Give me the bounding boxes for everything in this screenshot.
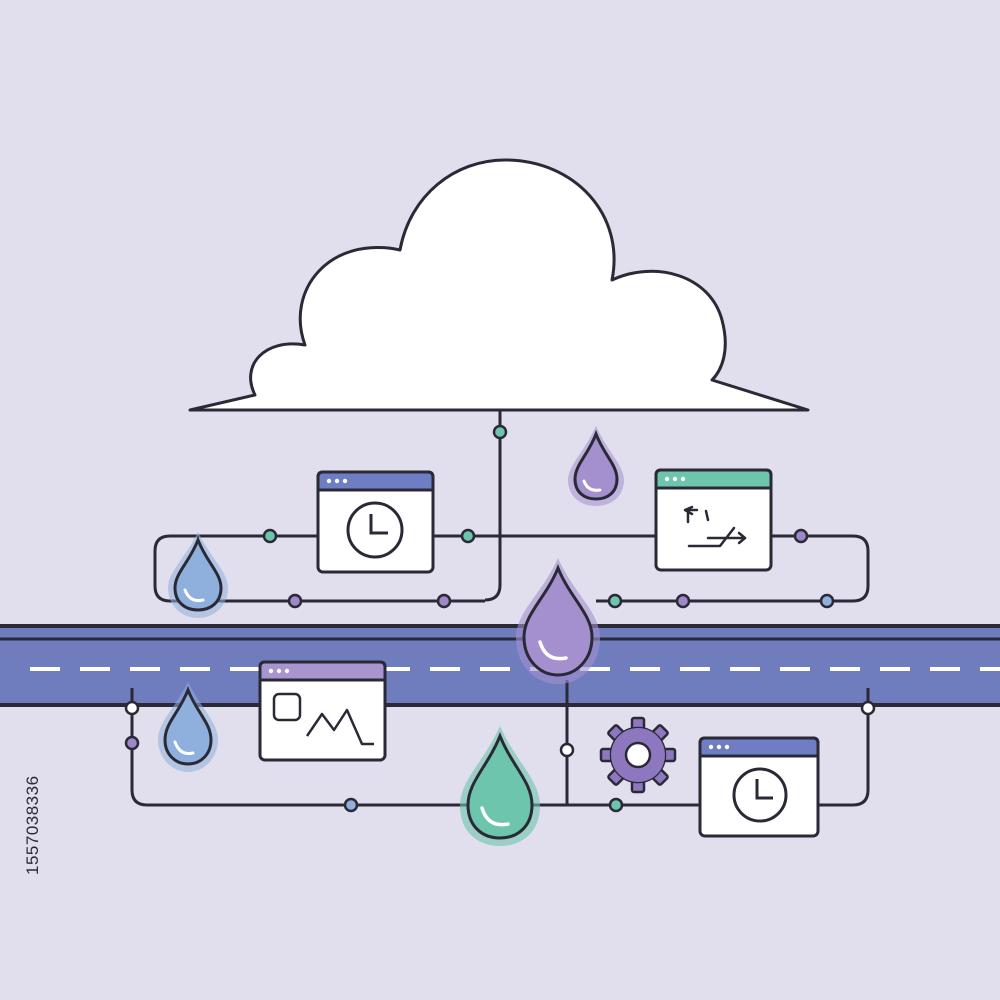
node: [343, 797, 359, 813]
gear-icon: [599, 716, 677, 794]
node: [124, 735, 140, 751]
clock-window: [316, 470, 435, 574]
cloud-icon: [188, 158, 810, 412]
upper-left-loop: [153, 534, 485, 603]
lower-network-lines: [130, 680, 870, 807]
clock-window-titlebar: [698, 736, 820, 758]
arrows-window: [654, 468, 773, 572]
lower-left-loop: [130, 688, 700, 807]
node: [262, 528, 278, 544]
window-dots: [708, 744, 730, 750]
node: [436, 593, 452, 609]
water-drop-icon: [460, 726, 540, 846]
node: [492, 424, 508, 440]
clock-window-titlebar: [316, 470, 435, 492]
image-window: [258, 660, 387, 762]
image-window-titlebar: [258, 660, 387, 682]
node: [607, 593, 623, 609]
node: [819, 593, 835, 609]
node: [860, 700, 876, 716]
window-dots: [664, 476, 686, 482]
arrows-icon: [683, 505, 747, 548]
clock-icon: [732, 767, 788, 823]
cloud-stem-line: [484, 410, 502, 602]
window-dots: [268, 668, 290, 674]
node: [608, 797, 624, 813]
water-drop-icon: [516, 558, 600, 684]
road: [0, 624, 1000, 707]
arrows-window-titlebar: [654, 468, 773, 490]
road-surface: [0, 624, 1000, 706]
water-drop-icon: [158, 682, 218, 772]
node: [559, 742, 575, 758]
node: [124, 700, 140, 716]
connector-nodes: [124, 424, 876, 813]
lower-right-loop: [818, 688, 870, 807]
upper-right-loop: [596, 534, 870, 603]
upper-network-lines: [153, 410, 870, 603]
node: [287, 593, 303, 609]
clock-icon: [346, 501, 404, 559]
node: [460, 528, 476, 544]
image-icon: [272, 692, 374, 746]
water-drop-icon: [568, 426, 624, 506]
water-drop-icon: [168, 532, 228, 618]
window-dots: [326, 478, 348, 484]
node: [793, 528, 809, 544]
node: [675, 593, 691, 609]
stock-image-id: 1557038336: [23, 775, 42, 875]
clock-window: [698, 736, 820, 838]
